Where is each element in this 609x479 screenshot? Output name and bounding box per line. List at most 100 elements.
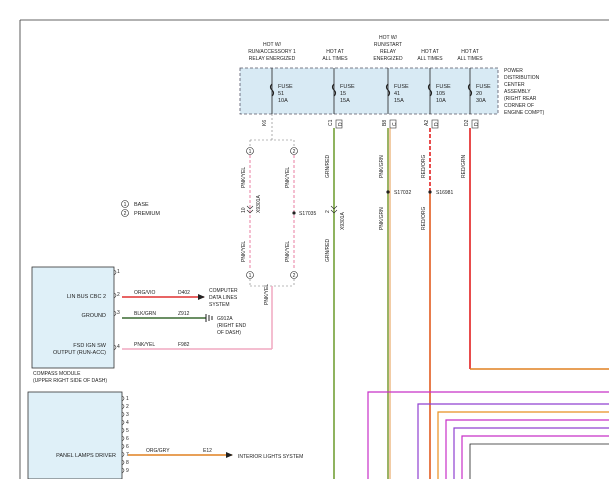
compass-module-pins: 1 2 3 4	[113, 269, 120, 351]
svg-text:ORG/VIO: ORG/VIO	[134, 290, 156, 296]
svg-text:RELAY ENERGIZED: RELAY ENERGIZED	[249, 56, 296, 62]
fuse-header-5: HOT AT ALL TIMES	[457, 49, 483, 62]
label-grn-red-bottom: GRN/RED	[325, 239, 331, 262]
svg-text:15: 15	[340, 91, 346, 97]
svg-text:2: 2	[124, 211, 127, 217]
label-pnk-yel-prem-top: PNK/YEL	[285, 167, 291, 188]
label-pnk-yel-horizontal: PNK/YEL	[134, 342, 155, 348]
svg-text:ORG/GRY: ORG/GRY	[146, 448, 170, 454]
compass-pin-fsd-label-1: FSD IGN SW	[73, 343, 107, 349]
pdc-label: POWER DISTRIBUTION CENTER ASSEMBLY (RIGH…	[504, 68, 545, 116]
label-x-code: X9301A	[256, 195, 262, 213]
label-x-num: 10	[241, 207, 247, 213]
svg-text:3: 3	[117, 310, 120, 316]
svg-text:6: 6	[126, 436, 129, 442]
fuse-51: FUSE 51 10A	[269, 68, 293, 114]
compass-pin-ground-label: GROUND	[82, 313, 106, 319]
svg-text:FUSE: FUSE	[436, 84, 451, 90]
fuse-15: FUSE 15 15A	[331, 68, 355, 114]
label-grn-xcode: X9301A	[340, 212, 346, 230]
connector-chevron-1	[246, 205, 254, 214]
svg-text:Z912: Z912	[178, 311, 190, 317]
svg-text:1: 1	[126, 396, 129, 402]
svg-text:PREMIUM: PREMIUM	[134, 211, 160, 217]
label-pnk-yel-base-top: PNK/YEL	[241, 167, 247, 188]
ground-loc-1: (RIGHT END	[217, 323, 246, 329]
dest-interior: INTERIOR LIGHTS SYSTEM	[238, 454, 303, 460]
compass-caption-2: (UPPER RIGHT SIDE OF DASH)	[33, 378, 107, 384]
svg-text:S17032: S17032	[394, 190, 411, 196]
label-pnk-grn-top: PNK/GRN	[379, 155, 385, 178]
svg-text:5: 5	[126, 428, 129, 434]
panel-lamps-driver-label: PANEL LAMPS DRIVER	[56, 453, 116, 459]
dest-lin-1: COMPUTER	[209, 288, 238, 294]
svg-text:D2: D2	[464, 119, 470, 126]
fuse-header-1: HOT W/ RUN/ACCESSORY 1 RELAY ENERGIZED	[248, 42, 296, 62]
svg-text:51: 51	[278, 91, 284, 97]
pnk-yel-feed: 1 2	[246, 114, 298, 155]
svg-text:RELAY: RELAY	[380, 49, 397, 55]
label-pnk-yel-base-bottom: PNK/YEL	[241, 241, 247, 262]
svg-text:FUSE: FUSE	[476, 84, 491, 90]
svg-text:ASSEMBLY: ASSEMBLY	[504, 89, 531, 95]
svg-text:HOT AT: HOT AT	[461, 49, 479, 55]
label-pnk-yel-prem-bottom: PNK/YEL	[285, 241, 291, 262]
svg-text:BASE: BASE	[134, 202, 149, 208]
svg-text:ALL TIMES: ALL TIMES	[417, 56, 443, 62]
svg-text:7: 7	[126, 452, 129, 458]
svg-text:FUSE: FUSE	[394, 84, 409, 90]
svg-text:1: 1	[249, 149, 252, 155]
svg-text:ENERGIZED: ENERGIZED	[373, 56, 403, 62]
compass-module-box	[31, 266, 115, 369]
bus-wires	[367, 391, 609, 479]
svg-text:HOT AT: HOT AT	[326, 49, 344, 55]
compass-caption-1: COMPASS MODULE	[33, 371, 81, 377]
label-red-org-top: RED/ORG	[421, 155, 427, 178]
splice-s17035	[292, 211, 296, 215]
ground-loc-2: OF DASH)	[217, 330, 241, 336]
splice-s17032	[386, 190, 390, 194]
svg-text:ALL TIMES: ALL TIMES	[457, 56, 483, 62]
svg-text:D402: D402	[178, 290, 190, 296]
svg-text:D: D	[434, 122, 440, 126]
arrow-lin	[198, 294, 205, 300]
svg-text:D: D	[338, 122, 344, 126]
dest-lin-2: DATA LINES	[209, 295, 238, 301]
svg-text:CENTER: CENTER	[504, 82, 525, 88]
svg-text:A2: A2	[424, 120, 430, 126]
svg-text:DISTRIBUTION: DISTRIBUTION	[504, 75, 540, 81]
svg-text:HOT W/: HOT W/	[263, 42, 282, 48]
svg-text:105: 105	[436, 91, 445, 97]
svg-text:15A: 15A	[394, 98, 404, 104]
svg-text:C: C	[392, 122, 398, 126]
svg-text:9: 9	[126, 468, 129, 474]
svg-text:K6: K6	[262, 120, 268, 126]
svg-text:HOT AT: HOT AT	[421, 49, 439, 55]
svg-text:41: 41	[394, 91, 400, 97]
svg-text:BLK/GRN: BLK/GRN	[134, 311, 156, 317]
svg-text:1: 1	[124, 202, 127, 208]
label-red-grn: RED/GRN	[461, 155, 467, 178]
svg-text:1: 1	[249, 273, 252, 279]
pnk-yel-join: 1 2	[246, 271, 298, 287]
fuse-header-3: HOT W/ RUN/START RELAY ENERGIZED	[373, 35, 403, 62]
fuse-41: FUSE 41 15A	[385, 68, 409, 114]
label-f982: F982	[178, 342, 190, 348]
pdc-box	[239, 67, 499, 115]
svg-text:4: 4	[126, 420, 129, 426]
svg-text:FUSE: FUSE	[340, 84, 355, 90]
svg-text:S17035: S17035	[299, 211, 316, 217]
svg-text:ALL TIMES: ALL TIMES	[322, 56, 348, 62]
svg-text:10A: 10A	[436, 98, 446, 104]
svg-text:4: 4	[117, 344, 120, 350]
fuse-20: FUSE 20 30A	[467, 68, 491, 114]
svg-text:6: 6	[126, 444, 129, 450]
label-grn-num: 2	[325, 210, 331, 213]
svg-text:HOT W/: HOT W/	[379, 35, 398, 41]
ground-id: G912A	[217, 316, 233, 322]
svg-text:FUSE: FUSE	[278, 84, 293, 90]
ground-symbol-icon	[205, 314, 213, 322]
svg-text:15A: 15A	[340, 98, 350, 104]
svg-text:20: 20	[476, 91, 482, 97]
